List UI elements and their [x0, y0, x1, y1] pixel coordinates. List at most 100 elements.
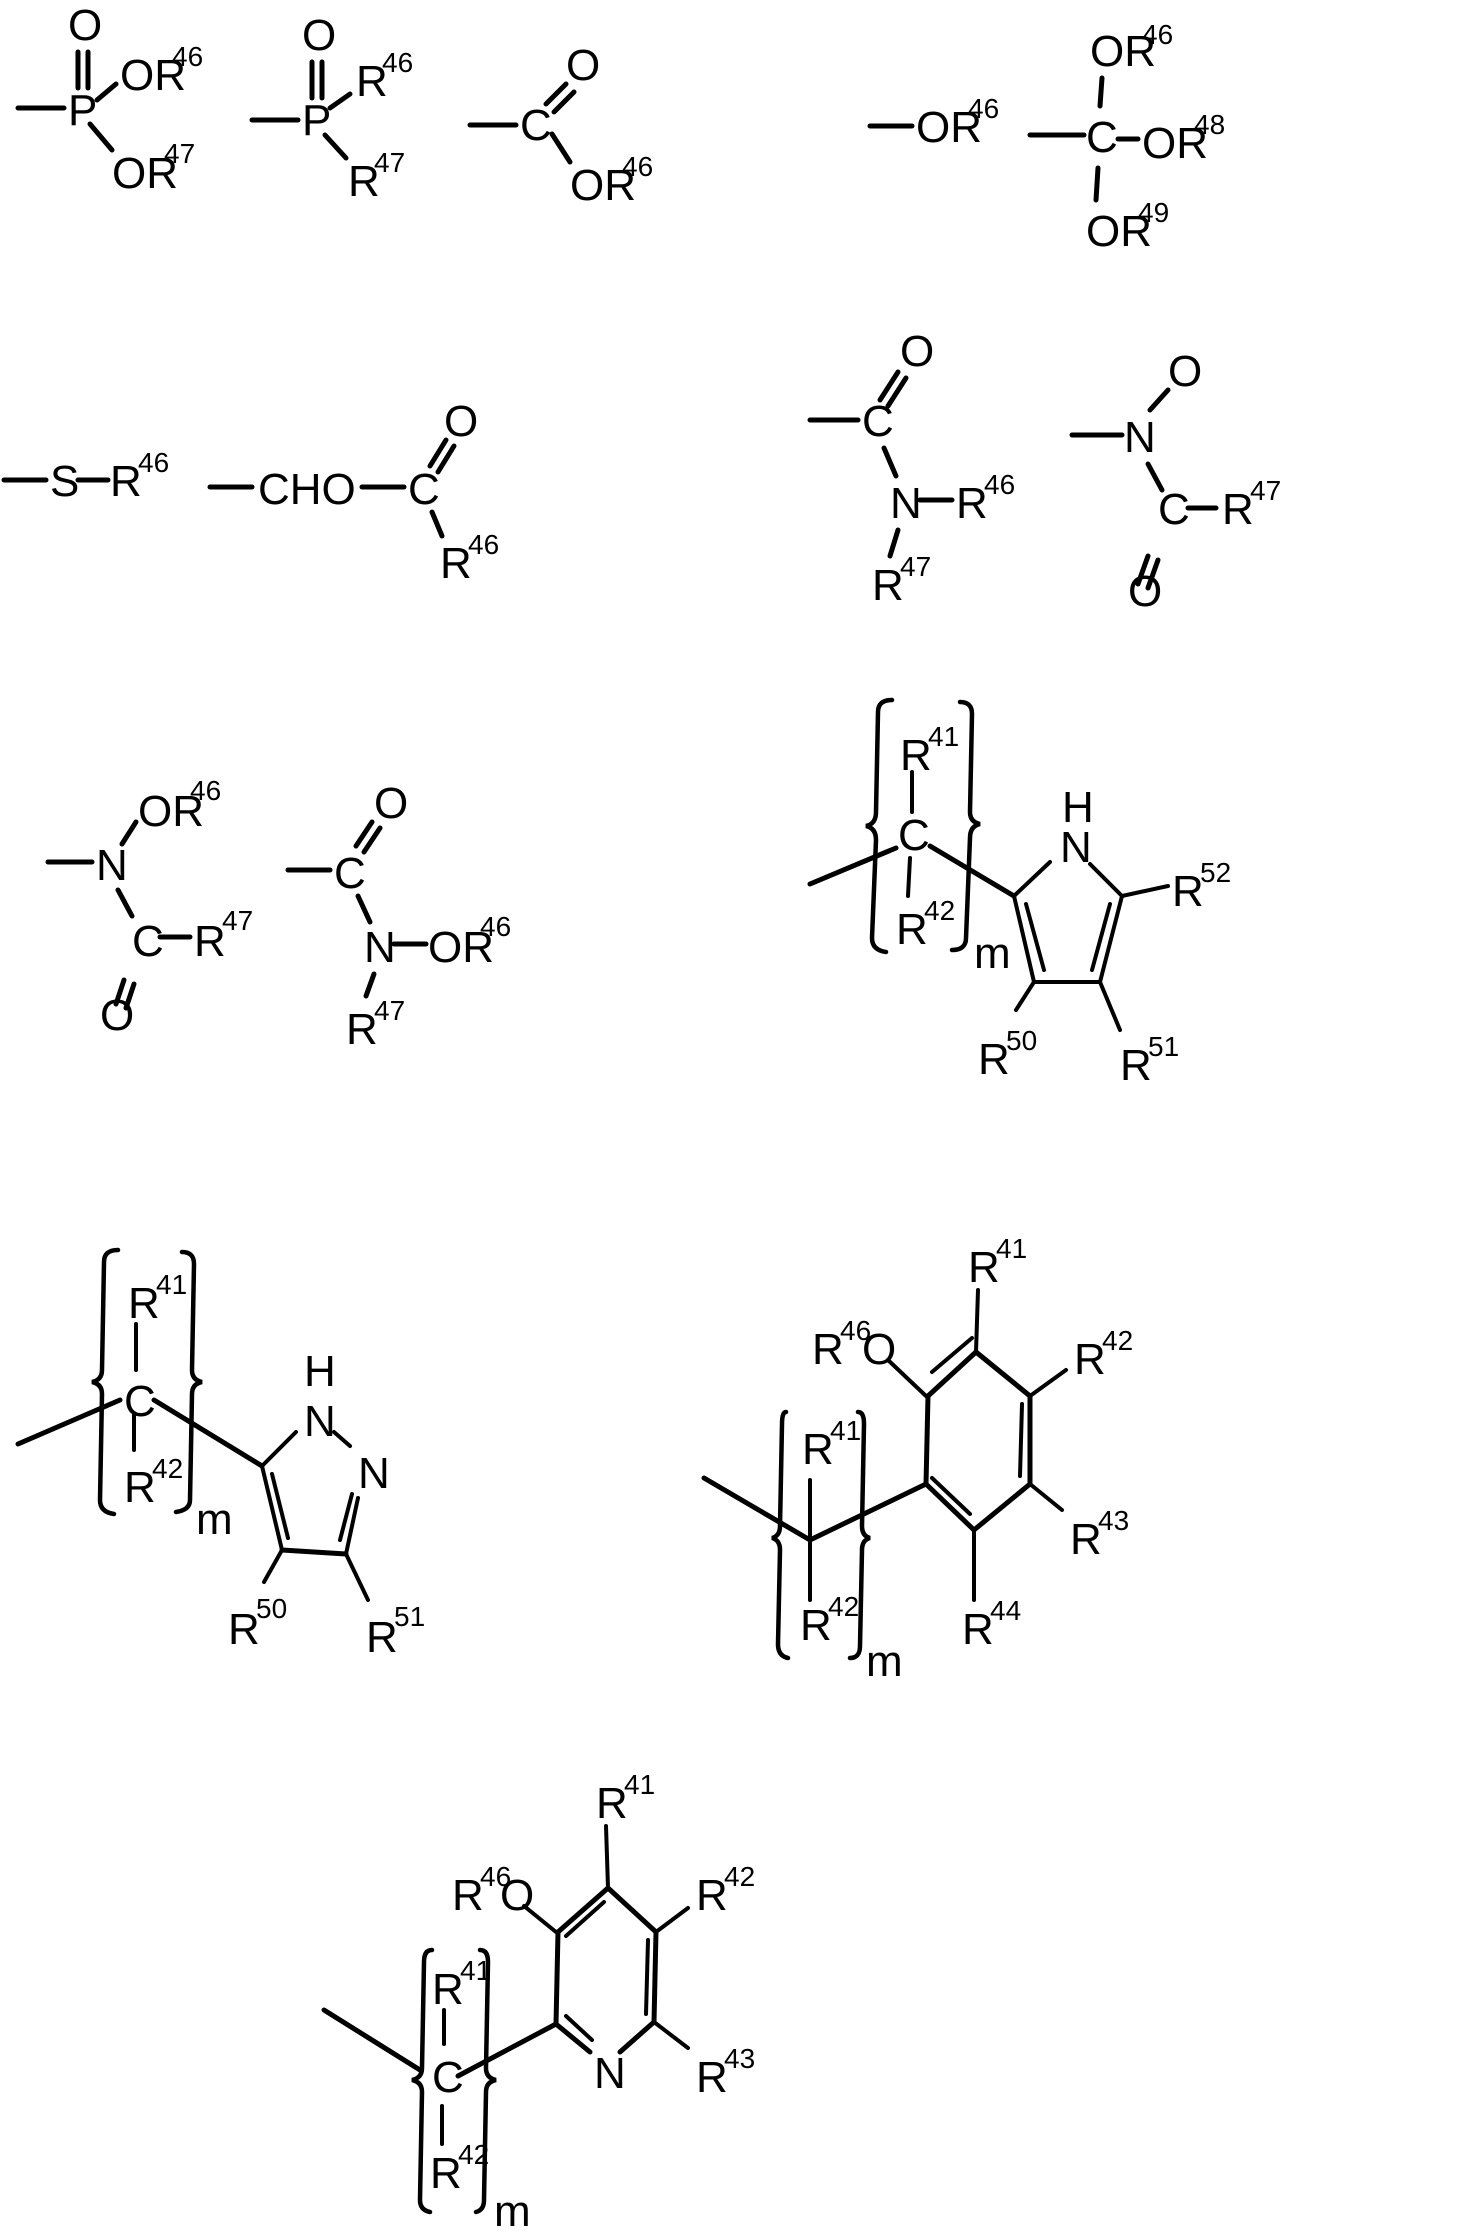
atom-c: C	[432, 2053, 464, 2102]
atom-c: C	[408, 465, 440, 514]
superscript: 43	[724, 2043, 755, 2074]
superscript: 46	[468, 529, 499, 560]
atom-c: C	[520, 101, 552, 150]
superscript: 51	[1148, 1031, 1179, 1062]
superscript: 41	[830, 1415, 861, 1446]
superscript: 52	[1200, 857, 1231, 888]
superscript: 46	[968, 93, 999, 124]
superscript: 46	[138, 447, 169, 478]
atom-n: N	[890, 479, 922, 528]
label-r: R	[228, 1605, 260, 1654]
label-r: R	[194, 917, 226, 966]
label-or: OR	[1086, 207, 1152, 256]
left-brace	[771, 1409, 791, 1661]
superscript: 47	[1250, 475, 1281, 506]
right-brace	[473, 1947, 497, 2215]
atom-o: O	[302, 11, 336, 60]
label-r: R	[366, 1613, 398, 1662]
right-brace	[949, 699, 981, 953]
double-bond-inner	[338, 1492, 354, 1542]
atom-c: C	[1158, 485, 1190, 534]
superscript: 46	[480, 1861, 511, 1892]
superscript: 47	[164, 138, 195, 169]
label-r: R	[896, 905, 928, 954]
label-r: R	[812, 1325, 844, 1374]
subscript-m: m	[974, 929, 1011, 978]
superscript: 51	[394, 1601, 425, 1632]
atom-s: S	[50, 457, 79, 506]
label-r: R	[110, 457, 142, 506]
superscript: 41	[624, 1769, 655, 1800]
label-r: R	[430, 2149, 462, 2198]
label-r: R	[346, 1005, 378, 1054]
superscript: 46	[622, 151, 653, 182]
superscript: 43	[1098, 1505, 1129, 1536]
structure-phenol-alkyl: R 46 O R 41 R 42 R 43 R 44 R 41 R 42 m	[701, 1233, 1133, 1686]
right-brace	[847, 1409, 871, 1661]
label-r: R	[696, 2053, 728, 2102]
label-or: OR	[570, 161, 636, 210]
label-r: R	[124, 1463, 156, 1512]
label-r: R	[348, 157, 380, 206]
label-r: R	[696, 1871, 728, 1920]
superscript: 47	[374, 147, 405, 178]
atom-c: C	[132, 917, 164, 966]
label-r: R	[872, 561, 904, 610]
structure-pyrazolyl-alkyl: R 41 C R 42 m H N N R 50 R 51	[15, 1247, 425, 1662]
superscript: 41	[460, 1955, 491, 1986]
atom-o: O	[500, 1871, 534, 1920]
atom-o: O	[374, 779, 408, 828]
superscript: 50	[1006, 1025, 1037, 1056]
superscript: 47	[222, 905, 253, 936]
left-brace	[865, 697, 895, 955]
left-brace	[91, 1247, 121, 1517]
left-brace	[411, 1947, 435, 2215]
superscript: 42	[924, 895, 955, 926]
atom-o: O	[900, 327, 934, 376]
atom-o: O	[68, 1, 102, 50]
superscript: 47	[900, 551, 931, 582]
superscript: 46	[1142, 19, 1173, 50]
atom-n: N	[1060, 823, 1092, 872]
subscript-m: m	[494, 2187, 531, 2233]
structure-pyridinol-alkyl: R 46 O R 41 R 42 N R 43 R 41 C R 42 m	[321, 1769, 755, 2233]
structure-amide: C O N R 46 R 47	[807, 327, 1015, 610]
label-r: R	[1172, 867, 1204, 916]
superscript: 42	[152, 1453, 183, 1484]
label-r: R	[968, 1243, 1000, 1292]
label-r: R	[978, 1035, 1010, 1084]
subscript-m: m	[196, 1495, 233, 1544]
structure-n-oxide-acyl: N O C O R 47	[1069, 347, 1281, 616]
superscript: 42	[828, 1591, 859, 1622]
superscript: 46	[172, 41, 203, 72]
label-r: R	[356, 57, 388, 106]
superscript: 48	[1194, 109, 1225, 140]
atom-c: C	[124, 1377, 156, 1426]
label-r: R	[596, 1779, 628, 1828]
label-r: R	[128, 1279, 160, 1328]
atom-n: N	[358, 1449, 390, 1498]
atom-c: C	[898, 811, 930, 860]
label-or: OR	[112, 149, 178, 198]
atom-n: N	[96, 841, 128, 890]
label-r: R	[962, 1605, 994, 1654]
structure-pyrrolyl-alkyl: R 41 C R 42 m H N R 52 R 50 R 51	[807, 697, 1231, 1090]
label-or: OR	[916, 103, 982, 152]
subscript-m: m	[866, 1637, 903, 1686]
atom-o: O	[566, 41, 600, 90]
atom-o: O	[444, 397, 478, 446]
label-r: R	[1120, 1041, 1152, 1090]
label-r: R	[432, 1965, 464, 2014]
label-or: OR	[120, 51, 186, 100]
atom-c: C	[862, 397, 894, 446]
superscript: 42	[458, 2139, 489, 2170]
label-r: R	[802, 1425, 834, 1474]
label-r: R	[440, 539, 472, 588]
structure-thioether: S R 46	[1, 447, 169, 506]
superscript: 50	[256, 1593, 287, 1624]
label-or: OR	[1142, 119, 1208, 168]
label-r: R	[1222, 485, 1254, 534]
superscript: 47	[374, 995, 405, 1026]
atom-c: C	[1086, 113, 1118, 162]
atom-p: P	[302, 96, 331, 145]
